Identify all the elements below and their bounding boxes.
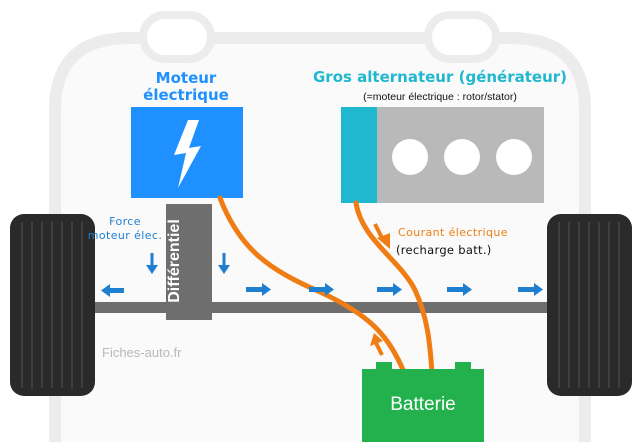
axle-arrow-3 (377, 283, 402, 296)
watermark: Fiches-auto.fr (102, 345, 182, 360)
front-left-lug (139, 11, 215, 63)
axle-arrow-1 (246, 283, 271, 296)
battery-label: Batterie (390, 394, 456, 415)
current-arrow-down (373, 223, 390, 249)
axle-arrow-left (101, 284, 124, 297)
axle-arrow-5 (518, 283, 543, 296)
front-right-lug (424, 11, 500, 63)
battery-terminal-right (455, 362, 471, 370)
force-label: Force moteur élec. (87, 215, 163, 242)
battery-terminal-left (376, 362, 392, 370)
current-label: Courant électrique (398, 226, 508, 239)
alternator-hole-1 (392, 139, 428, 175)
battery-box (362, 369, 484, 442)
alternator-hole-2 (444, 139, 480, 175)
right-wheel (547, 214, 632, 396)
force-arrow-left (146, 253, 158, 274)
alternator-hole-3 (496, 139, 532, 175)
differential-box (166, 204, 212, 320)
alternator-subtitle: (=moteur électrique : rotor/stator) (363, 91, 517, 103)
recharge-label: (recharge batt.) (396, 243, 492, 257)
differential-label: Différentiel (166, 219, 183, 303)
current-arrow-up (370, 333, 384, 356)
axle-arrow-4 (447, 283, 472, 296)
axle (60, 302, 570, 313)
axle-arrow-2 (309, 283, 334, 296)
alternator-rotor (341, 107, 377, 203)
motor-title: Moteur électrique (143, 69, 229, 104)
force-arrow-right (218, 253, 230, 274)
alternator-title: Gros alternateur (générateur) (312, 68, 568, 86)
lightning-bolt-icon (174, 120, 201, 188)
left-wheel (10, 214, 95, 396)
alternator-battery-wire (353, 200, 435, 375)
